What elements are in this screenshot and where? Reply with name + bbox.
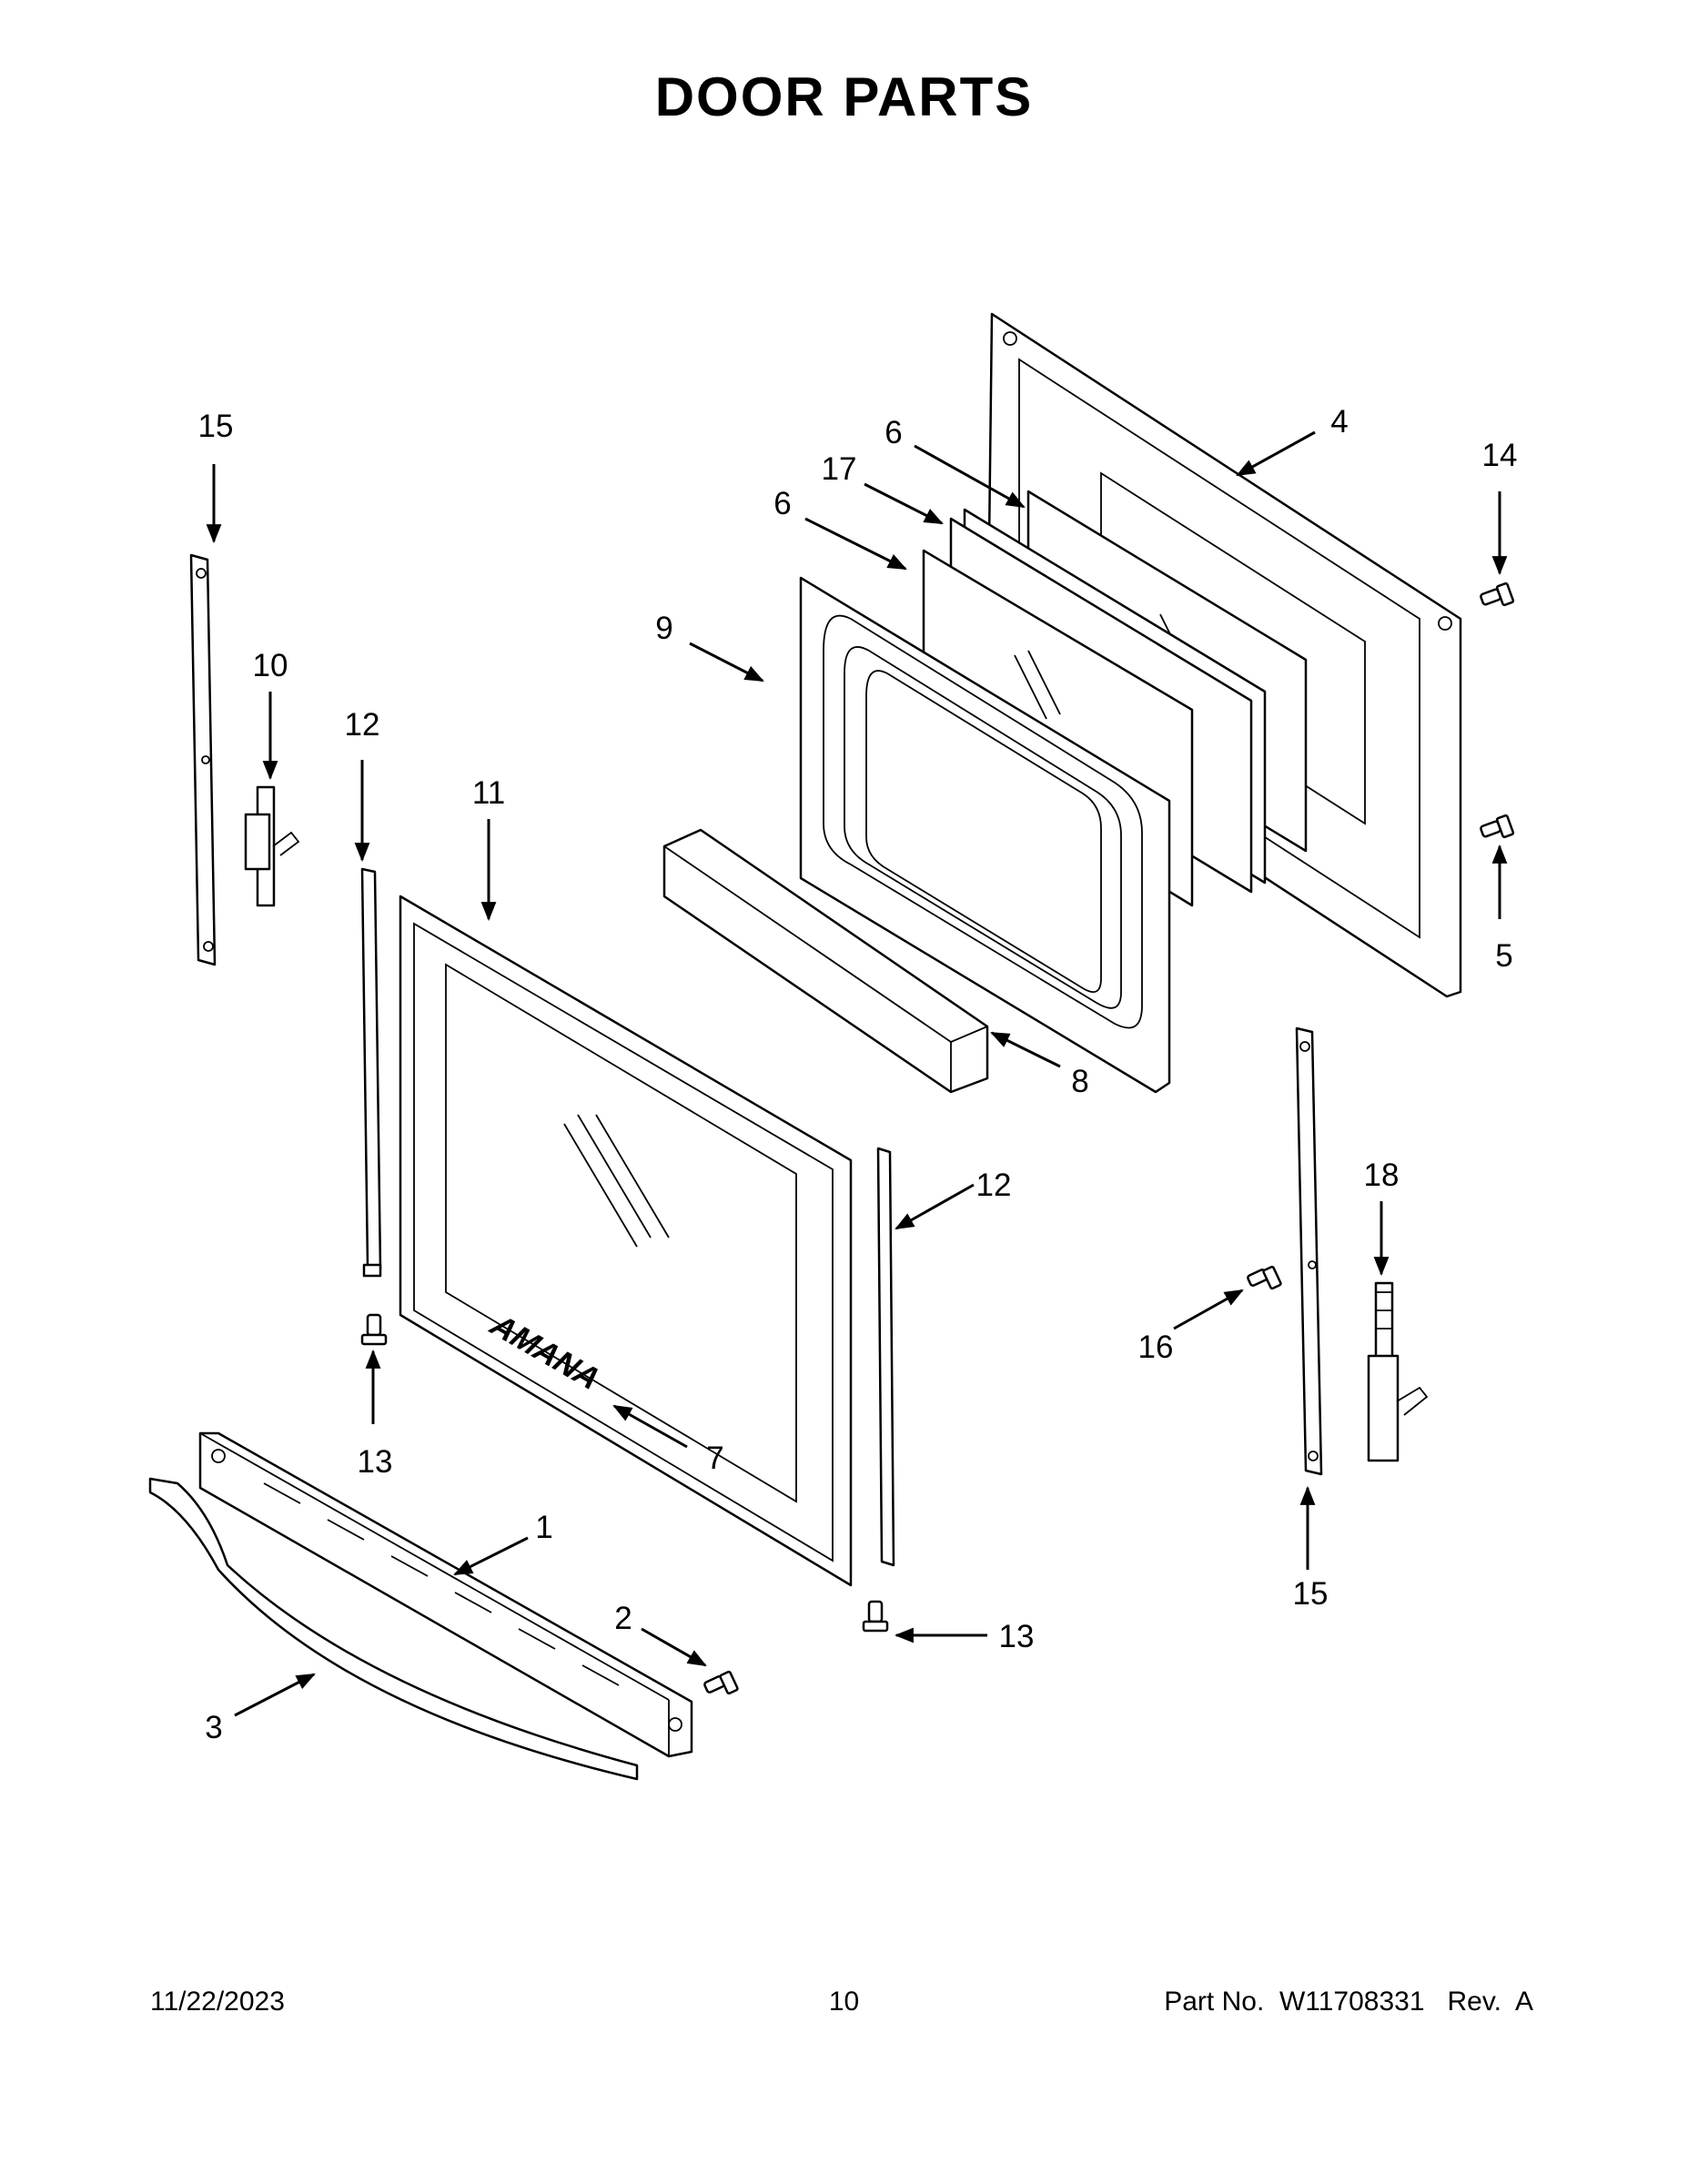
leader-6-front <box>804 517 907 571</box>
leader-2 <box>641 1627 707 1667</box>
callout-6-front: 6 <box>773 486 791 521</box>
screw-part-5 <box>1480 814 1515 839</box>
callout-17: 17 <box>822 451 857 487</box>
door-side-trim-part-12-left <box>360 867 382 1278</box>
leader-7 <box>612 1404 688 1449</box>
footer-date: 11/22/2023 <box>150 1987 285 2017</box>
door-handle-part-3 <box>148 1477 639 1781</box>
leader-6-rear <box>914 444 1026 509</box>
leader-12-right <box>895 1183 975 1230</box>
screw-part-2 <box>703 1670 739 1695</box>
leader-3 <box>234 1673 316 1717</box>
vent-trim-part-1 <box>198 1431 693 1758</box>
callout-18: 18 <box>1364 1158 1400 1193</box>
callout-4: 4 <box>1330 404 1348 440</box>
page-title: DOOR PARTS <box>654 66 1034 127</box>
leader-1 <box>453 1536 529 1576</box>
hinge-receiver-part-15-right <box>1295 1026 1323 1476</box>
callout-16: 16 <box>1138 1330 1174 1365</box>
footer-page-number: 10 <box>828 1987 860 2017</box>
callout-12-right: 12 <box>976 1168 1012 1203</box>
outer-door-panel-part-11: AMANA <box>399 895 853 1587</box>
callout-2: 2 <box>614 1601 632 1636</box>
leader-8 <box>990 1031 1061 1068</box>
screw-part-14 <box>1480 581 1515 607</box>
callout-leaders <box>206 430 1508 1717</box>
callout-9: 9 <box>655 611 672 646</box>
callout-12-left: 12 <box>345 707 380 743</box>
callout-labels: 15 10 12 11 9 6 17 6 4 14 5 8 12 13 7 1 … <box>198 404 1518 1745</box>
callout-5: 5 <box>1495 938 1512 974</box>
callout-15-left: 15 <box>198 409 234 444</box>
callout-7: 7 <box>706 1441 723 1476</box>
callout-3: 3 <box>205 1710 222 1745</box>
hinge-part-10 <box>244 785 300 907</box>
insulation-part-8 <box>662 828 989 1094</box>
hinge-receiver-part-15-left <box>189 553 217 966</box>
callout-13-left: 13 <box>358 1444 393 1480</box>
callout-11: 11 <box>472 775 505 811</box>
inner-door-frame-part-9 <box>799 576 1171 1094</box>
callout-1: 1 <box>535 1510 552 1545</box>
leader-16 <box>1173 1289 1244 1330</box>
screw-part-13-left <box>360 1313 388 1346</box>
leader-17 <box>864 482 944 525</box>
screw-part-13-right <box>862 1600 889 1633</box>
callout-14: 14 <box>1482 438 1518 473</box>
callout-8: 8 <box>1071 1064 1088 1099</box>
callout-13-right: 13 <box>999 1619 1035 1654</box>
callout-15-right: 15 <box>1293 1576 1329 1612</box>
leader-9 <box>689 642 764 682</box>
screw-part-16 <box>1247 1265 1282 1290</box>
door-side-trim-part-12-right <box>876 1147 895 1567</box>
callout-6-rear: 6 <box>884 415 902 450</box>
callout-10: 10 <box>253 648 288 683</box>
hinge-part-18 <box>1367 1281 1429 1462</box>
footer-part-number: Part No. W11708331 Rev. A <box>1164 1987 1533 2017</box>
leader-4 <box>1236 430 1316 477</box>
